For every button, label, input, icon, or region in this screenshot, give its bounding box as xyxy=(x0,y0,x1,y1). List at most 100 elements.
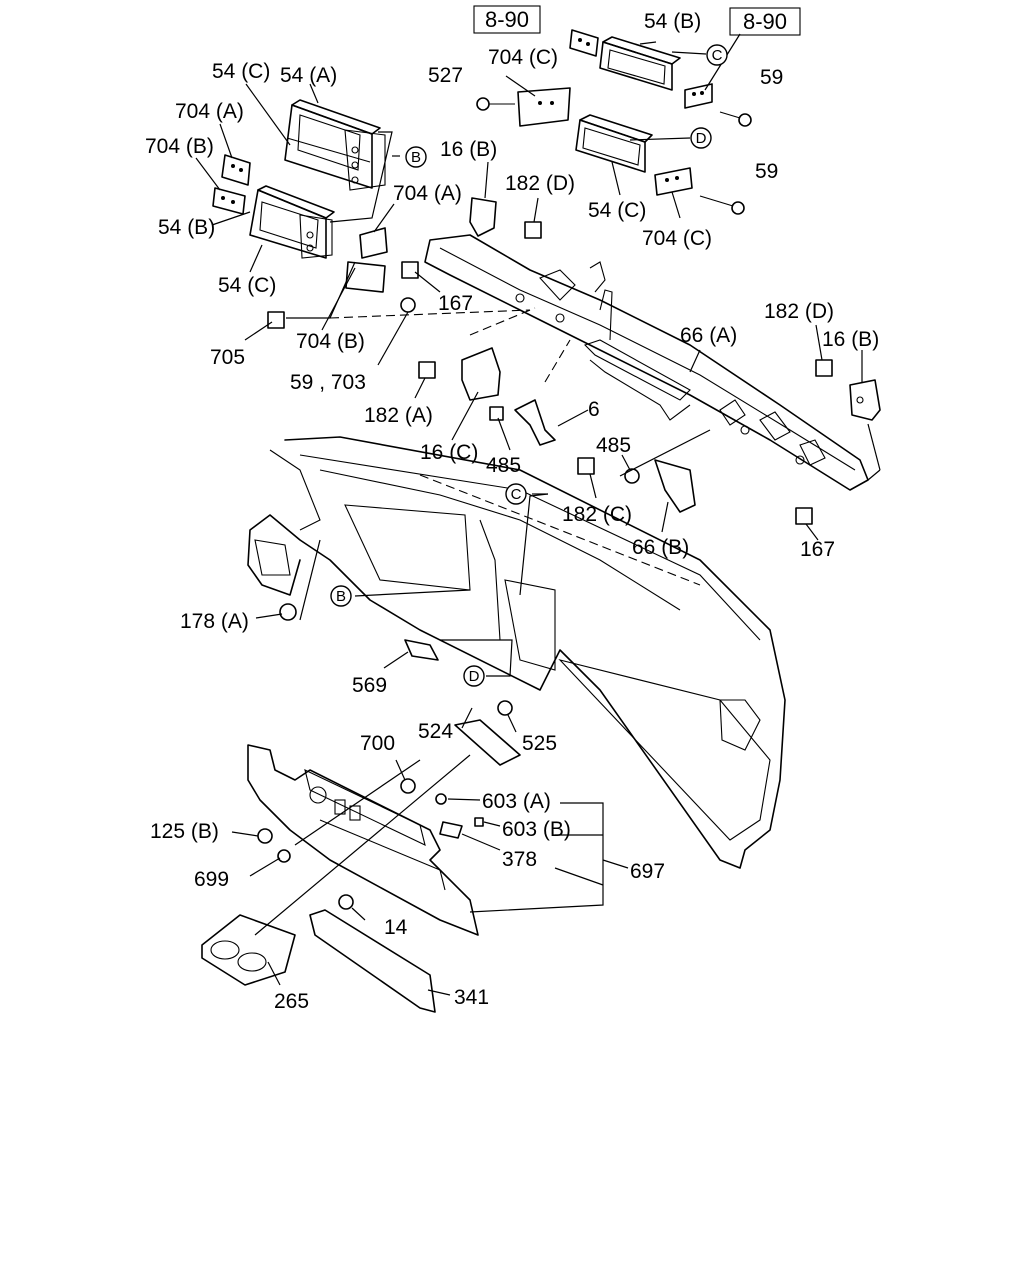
label-182a: 182 (A) xyxy=(364,404,433,427)
bracket-6-drawing xyxy=(514,399,556,446)
cross-car-beam-66a-drawing xyxy=(424,234,869,491)
label-178a: 178 (A) xyxy=(180,610,249,633)
label-54b-top: 54 (B) xyxy=(644,10,701,33)
label-54c-left: 54 (C) xyxy=(218,274,276,297)
label-54c-right: 54 (C) xyxy=(588,199,646,222)
label-16b-mid: 16 (B) xyxy=(440,138,497,161)
bolt-182d-right-drawing xyxy=(815,359,833,377)
label-485-right: 485 xyxy=(596,434,631,457)
screw-14-drawing xyxy=(338,894,354,910)
bracket-8-90-right-drawing xyxy=(684,83,713,109)
screw-527-drawing xyxy=(476,97,515,111)
bolt-182d-mid-drawing xyxy=(524,221,542,239)
label-569: 569 xyxy=(352,674,387,697)
label-378: 378 xyxy=(502,848,537,871)
callout-c-panel: C xyxy=(505,483,527,505)
clip-603b-drawing xyxy=(474,817,484,827)
cup-holder-265-drawing xyxy=(201,914,296,986)
label-59-top: 59 xyxy=(760,66,783,89)
bracket-16c-drawing xyxy=(461,347,501,401)
screw-700-drawing xyxy=(400,778,416,794)
label-167-right: 167 xyxy=(800,538,835,561)
label-704b-mid: 704 (B) xyxy=(296,330,365,353)
bracket-704c-right-drawing xyxy=(654,167,693,196)
bracket-16b-mid-drawing xyxy=(469,197,497,237)
screw-525-drawing xyxy=(497,700,513,716)
screw-59-mid-drawing xyxy=(699,195,745,215)
clip-125b-drawing xyxy=(257,828,273,844)
pocket-54c-left-drawing xyxy=(249,185,335,259)
bolt-182a-drawing xyxy=(418,361,436,379)
bolt-167-mid-drawing xyxy=(401,261,419,279)
lower-panel-697-drawing xyxy=(247,744,479,936)
label-704a-left: 704 (A) xyxy=(175,100,244,123)
bracket-704c-top-drawing xyxy=(517,87,571,127)
label-527: 527 xyxy=(428,64,463,87)
label-699: 699 xyxy=(194,868,229,891)
bracket-704a-left-drawing xyxy=(221,154,251,186)
reference-box-top-right: 8-90 xyxy=(729,7,801,36)
label-697: 697 xyxy=(630,860,665,883)
label-16b-right: 16 (B) xyxy=(822,328,879,351)
bracket-704a-mid-drawing xyxy=(359,227,388,259)
label-704c-top: 704 (C) xyxy=(488,46,558,69)
label-182d-mid: 182 (D) xyxy=(505,172,575,195)
label-704c-right: 704 (C) xyxy=(642,227,712,250)
label-704b-left: 704 (B) xyxy=(145,135,214,158)
label-603b: 603 (B) xyxy=(502,818,571,841)
label-485-left: 485 xyxy=(486,454,521,477)
screw-603a-drawing xyxy=(435,793,447,805)
label-524: 524 xyxy=(418,720,453,743)
svg-text:D: D xyxy=(696,130,707,147)
callout-b-top: B xyxy=(405,146,427,168)
bracket-8-90-left-drawing xyxy=(569,29,599,57)
label-6: 6 xyxy=(588,398,600,421)
bolt-705-drawing xyxy=(267,311,285,329)
clip-699-drawing xyxy=(277,849,291,863)
screw-59-703-drawing xyxy=(400,297,416,313)
bracket-66b-drawing xyxy=(654,459,696,513)
callout-d-top: D xyxy=(690,127,712,149)
label-167-mid: 167 xyxy=(438,292,473,315)
bolt-182c-drawing xyxy=(577,457,595,475)
label-182d-right: 182 (D) xyxy=(764,300,834,323)
reference-label: 8-90 xyxy=(743,9,787,34)
bolt-167-right-drawing xyxy=(795,507,813,525)
glove-box-lid-341-drawing xyxy=(309,909,436,1013)
nut-485-right-drawing xyxy=(624,468,640,484)
label-705: 705 xyxy=(210,346,245,369)
svg-text:C: C xyxy=(511,486,522,503)
label-603a: 603 (A) xyxy=(482,790,551,813)
label-54c-top: 54 (C) xyxy=(212,60,270,83)
plate-524-drawing xyxy=(454,719,521,766)
pocket-54c-right-drawing xyxy=(575,114,653,173)
callout-b-panel: B xyxy=(330,585,352,607)
svg-text:B: B xyxy=(411,149,421,166)
nut-485-left-drawing xyxy=(489,406,504,421)
screw-59-top-drawing xyxy=(719,111,752,127)
reference-label: 8-90 xyxy=(485,7,529,32)
bracket-704b-left-drawing xyxy=(212,187,246,215)
bracket-16b-right-drawing xyxy=(849,379,881,421)
cover-378-drawing xyxy=(439,821,463,839)
label-700: 700 xyxy=(360,732,395,755)
label-54a: 54 (A) xyxy=(280,64,337,87)
leader-lines xyxy=(195,33,881,996)
callout-d-panel: D xyxy=(463,665,485,687)
clip-569-drawing xyxy=(404,639,439,661)
svg-text:B: B xyxy=(336,588,346,605)
pocket-54b-top-drawing xyxy=(599,36,681,91)
label-66a: 66 (A) xyxy=(680,324,737,347)
label-525: 525 xyxy=(522,732,557,755)
label-66b: 66 (B) xyxy=(632,536,689,559)
label-704a-mid: 704 (A) xyxy=(393,182,462,205)
reference-box-top-left: 8-90 xyxy=(473,5,541,34)
label-54b-left: 54 (B) xyxy=(158,216,215,239)
callout-c-top: C xyxy=(706,44,728,66)
label-14: 14 xyxy=(384,916,408,939)
label-125b: 125 (B) xyxy=(150,820,219,843)
label-265: 265 xyxy=(274,990,309,1013)
pocket-54a-drawing xyxy=(284,99,386,191)
label-341: 341 xyxy=(454,986,489,1009)
